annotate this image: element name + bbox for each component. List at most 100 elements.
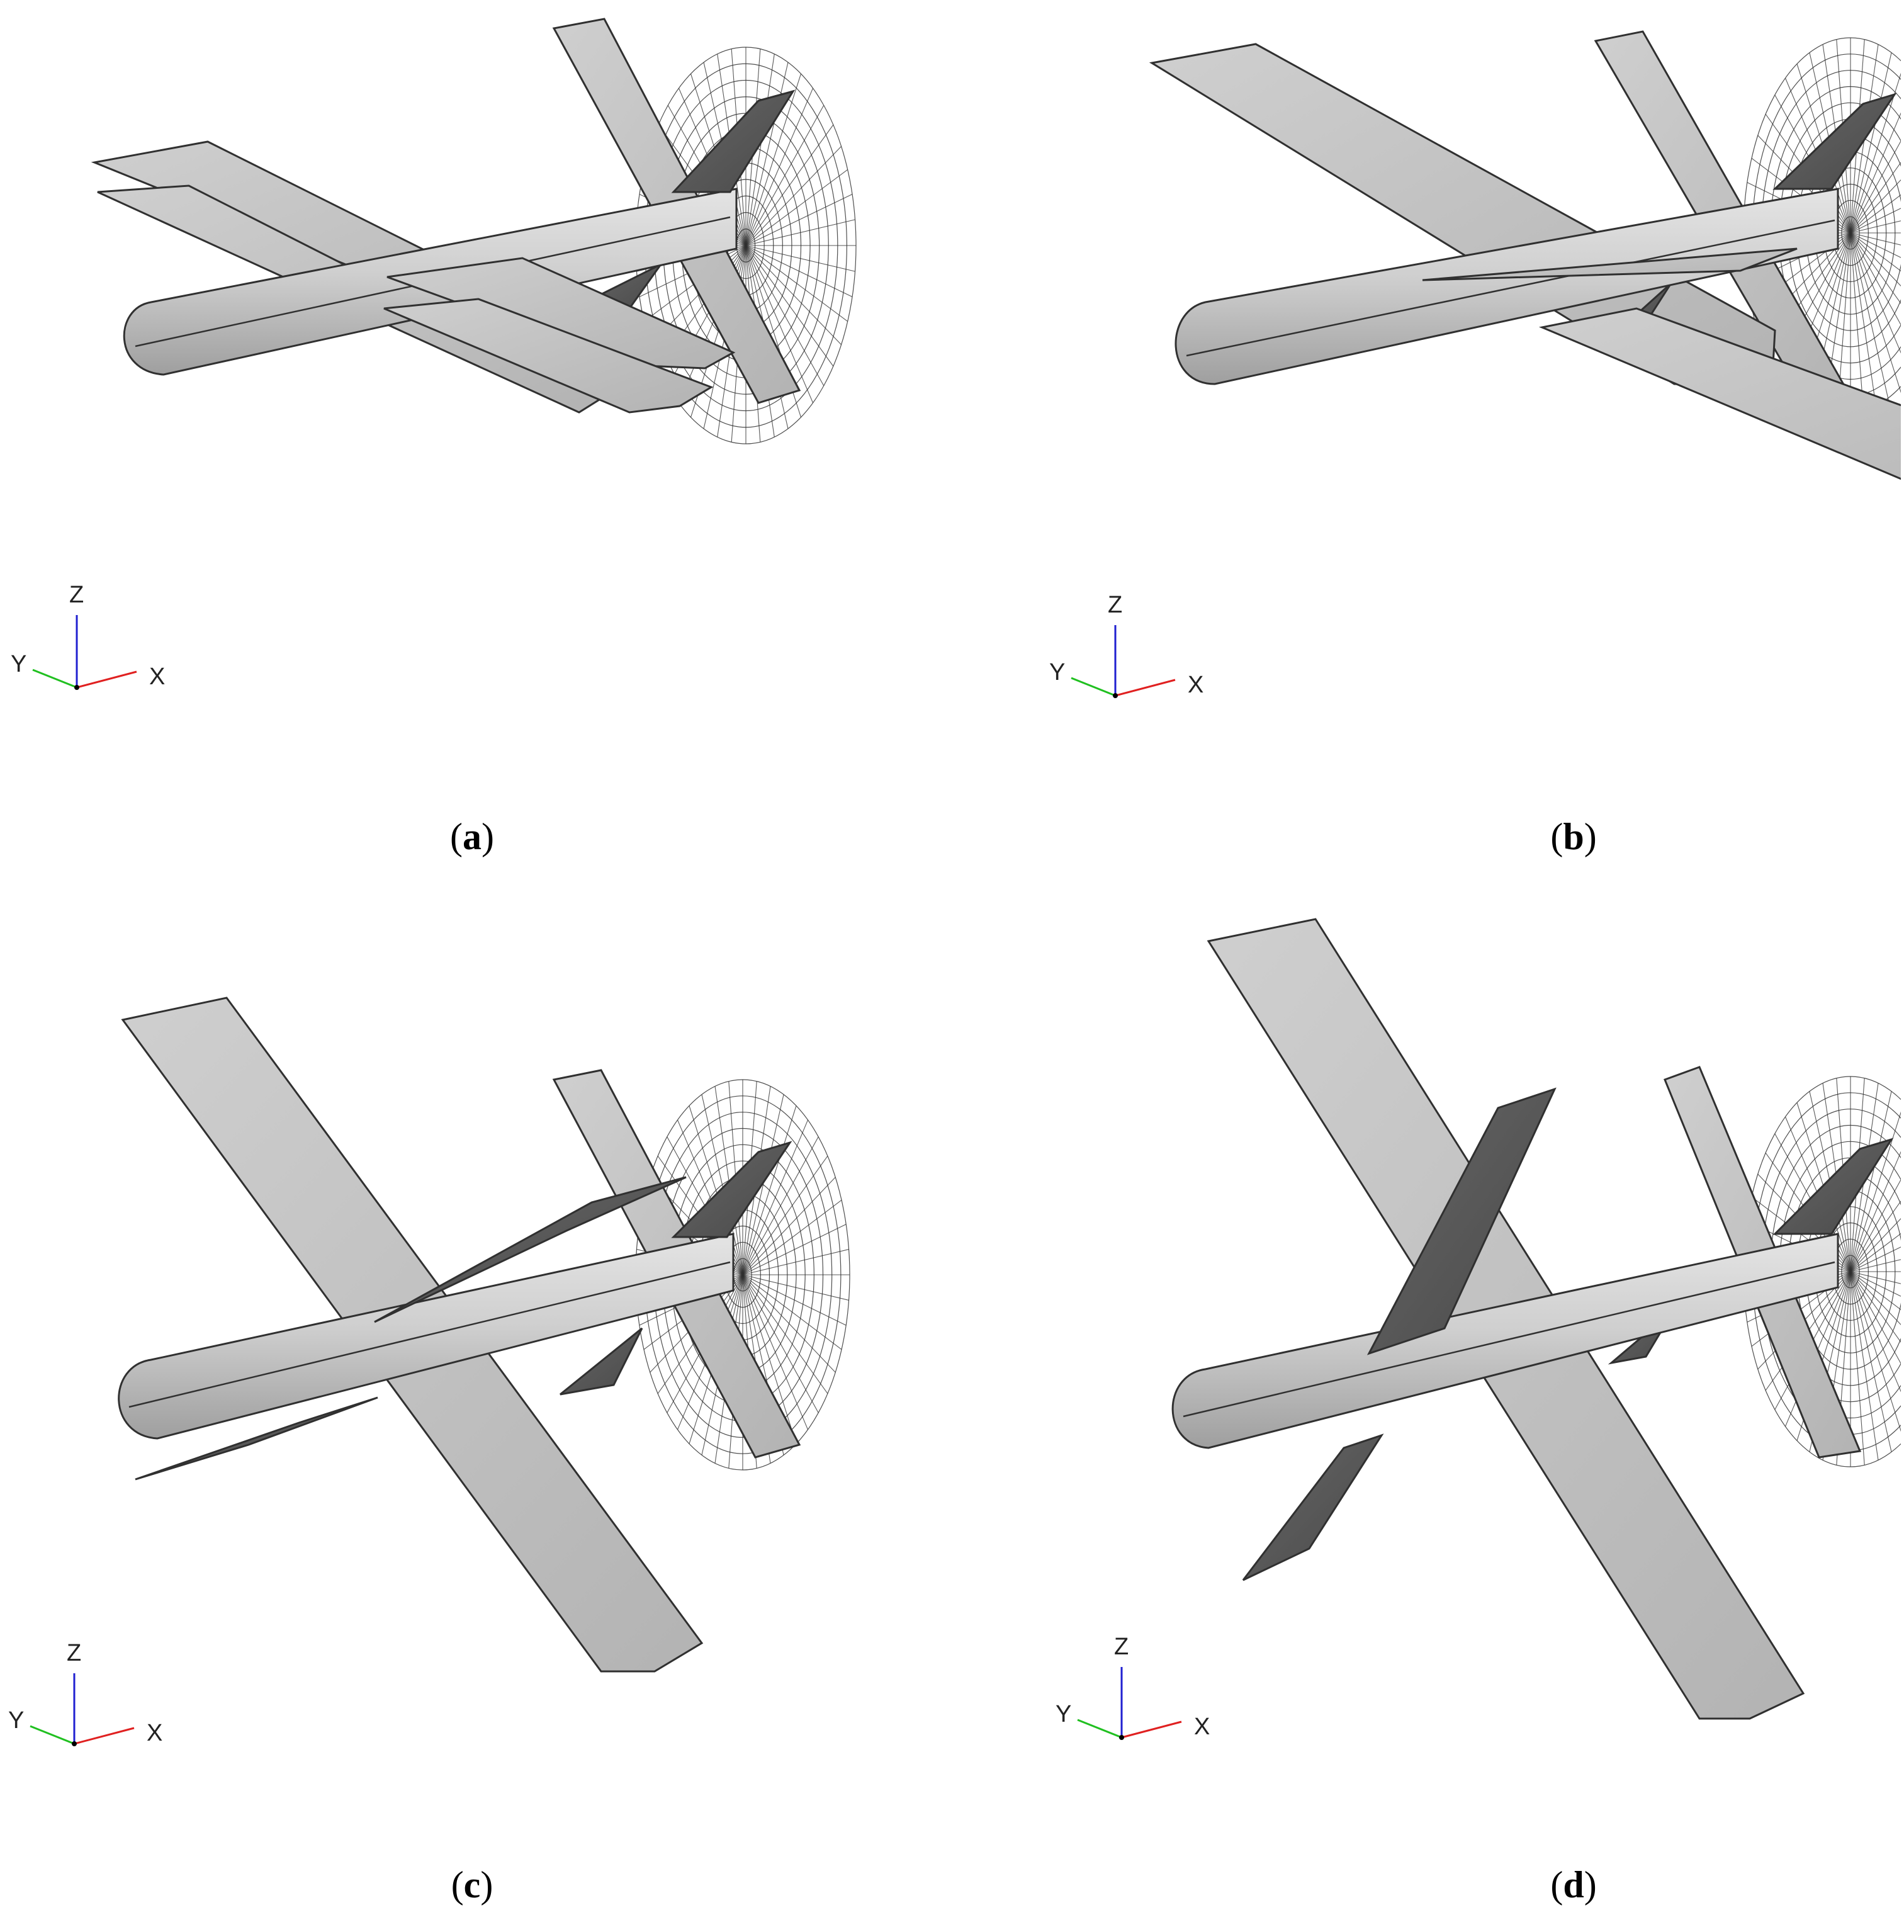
wing-front-bottom (383, 298, 714, 414)
mesh-spoke (1850, 72, 1901, 234)
mesh-spoke (1850, 220, 1901, 234)
z-label: Z (1108, 592, 1122, 618)
mesh-spoke (745, 146, 842, 246)
axis-triad: Z X Y (11, 582, 165, 690)
caption-letter: a (463, 816, 482, 857)
mesh-spoke (1850, 1271, 1892, 1452)
axis-triad: Z X Y (8, 1640, 162, 1746)
mesh-spoke (1850, 1178, 1901, 1272)
mesh-spoke (745, 62, 789, 246)
dorsal-fin (671, 1141, 792, 1238)
mesh-spoke (1850, 232, 1879, 422)
mesh-spoke (1850, 232, 1901, 354)
mesh-spoke (745, 245, 842, 345)
y-axis (1077, 1719, 1122, 1739)
mesh-spoke (742, 1274, 808, 1430)
fuselage-seam (1183, 1261, 1835, 1418)
uav-model-a: Z X Y (11, 18, 857, 690)
mesh-spoke (1850, 1217, 1901, 1272)
upper-canard (1366, 1087, 1557, 1355)
mesh-spoke (745, 245, 855, 272)
fuselage-seam (1186, 219, 1835, 357)
ventral-fin (560, 1327, 643, 1396)
mesh-spoke (1850, 232, 1901, 304)
mesh-spoke (1850, 1246, 1901, 1272)
mesh-spoke (745, 245, 814, 404)
mesh-spoke (1850, 1259, 1901, 1272)
panel-c: Z X Y (c) (0, 919, 944, 1926)
z-label: Z (1114, 1634, 1129, 1660)
x-axis (74, 1727, 135, 1745)
mesh-spoke (1850, 179, 1901, 234)
axis-triad: Z X Y (1056, 1634, 1210, 1740)
uav-model-c: Z X Y (8, 997, 850, 1746)
y-label: Y (1049, 659, 1065, 686)
mesh-spoke (745, 193, 853, 246)
upper-canard (374, 1176, 687, 1323)
mesh-spoke (1850, 1271, 1901, 1432)
lower-canard (1242, 1433, 1384, 1581)
caption-letter: c (463, 1864, 481, 1906)
main-wing-lower (1538, 307, 1901, 480)
mesh-spoke (1850, 1271, 1901, 1284)
mesh-spoke (1850, 1151, 1901, 1272)
uav-model-b: Z X Y (1049, 30, 1901, 698)
mesh-spoke (745, 245, 848, 322)
mesh-spoke (745, 169, 848, 246)
y-label: Y (8, 1707, 24, 1734)
mesh-spoke (742, 1274, 842, 1350)
strake (1422, 247, 1798, 281)
mesh-spoke (1850, 1271, 1901, 1297)
x-label: X (149, 664, 165, 690)
mesh-spoke (742, 1274, 819, 1413)
x-label: X (147, 1720, 162, 1746)
mesh-spoke (1850, 1111, 1901, 1272)
mesh-spoke (745, 74, 802, 246)
mesh-spoke (745, 219, 855, 246)
mesh-spoke (742, 1177, 836, 1275)
mesh-spoke (742, 1249, 849, 1275)
mesh-spoke (742, 1274, 797, 1444)
mesh-spoke (1850, 232, 1901, 258)
y-axis (30, 1725, 75, 1745)
fuselage (1175, 188, 1839, 385)
axis-triad: Z X Y (1049, 592, 1203, 698)
uav-model-d: Z X Y (1056, 918, 1901, 1740)
y-label: Y (11, 651, 26, 677)
mesh-spoke (745, 245, 853, 298)
z-label: Z (67, 1640, 81, 1666)
mesh-spoke (1850, 1271, 1901, 1393)
mesh-spoke (1850, 208, 1901, 234)
z-label: Z (69, 582, 84, 608)
panel-d: Z X Y (d) (957, 894, 1901, 1926)
dorsal-fin (671, 89, 796, 193)
dorsal-fin (1772, 93, 1897, 190)
mesh-spoke (1850, 52, 1892, 234)
mesh-spoke (745, 54, 775, 246)
mesh-spoke (742, 1094, 784, 1275)
fuselage-seam (128, 1261, 731, 1408)
mesh-spoke (1850, 1271, 1901, 1311)
mesh-spoke (1850, 112, 1901, 234)
dorsal-fin (1772, 1138, 1894, 1235)
mesh-spoke (1850, 1233, 1901, 1272)
y-axis (32, 669, 77, 689)
mesh-spoke (1850, 140, 1901, 234)
caption-b: (b) (1550, 816, 1597, 857)
mesh-spoke (701, 1094, 743, 1275)
panel-b: Z X Y (b) (957, 0, 1901, 881)
mesh-spoke (745, 105, 825, 246)
mesh-spoke (1850, 232, 1901, 272)
y-label: Y (1056, 1701, 1071, 1727)
caption-c: (c) (451, 1864, 493, 1906)
y-axis (1071, 677, 1116, 697)
mesh-spoke (742, 1155, 828, 1275)
caption-letter: b (1563, 816, 1584, 857)
mesh-spoke (1850, 1271, 1865, 1466)
mesh-spoke (745, 124, 834, 246)
mesh-spoke (1850, 232, 1892, 414)
mesh-spoke (1850, 194, 1901, 234)
mesh-spoke (742, 1274, 836, 1373)
x-axis (1115, 679, 1176, 697)
mesh-spoke (742, 1105, 797, 1275)
